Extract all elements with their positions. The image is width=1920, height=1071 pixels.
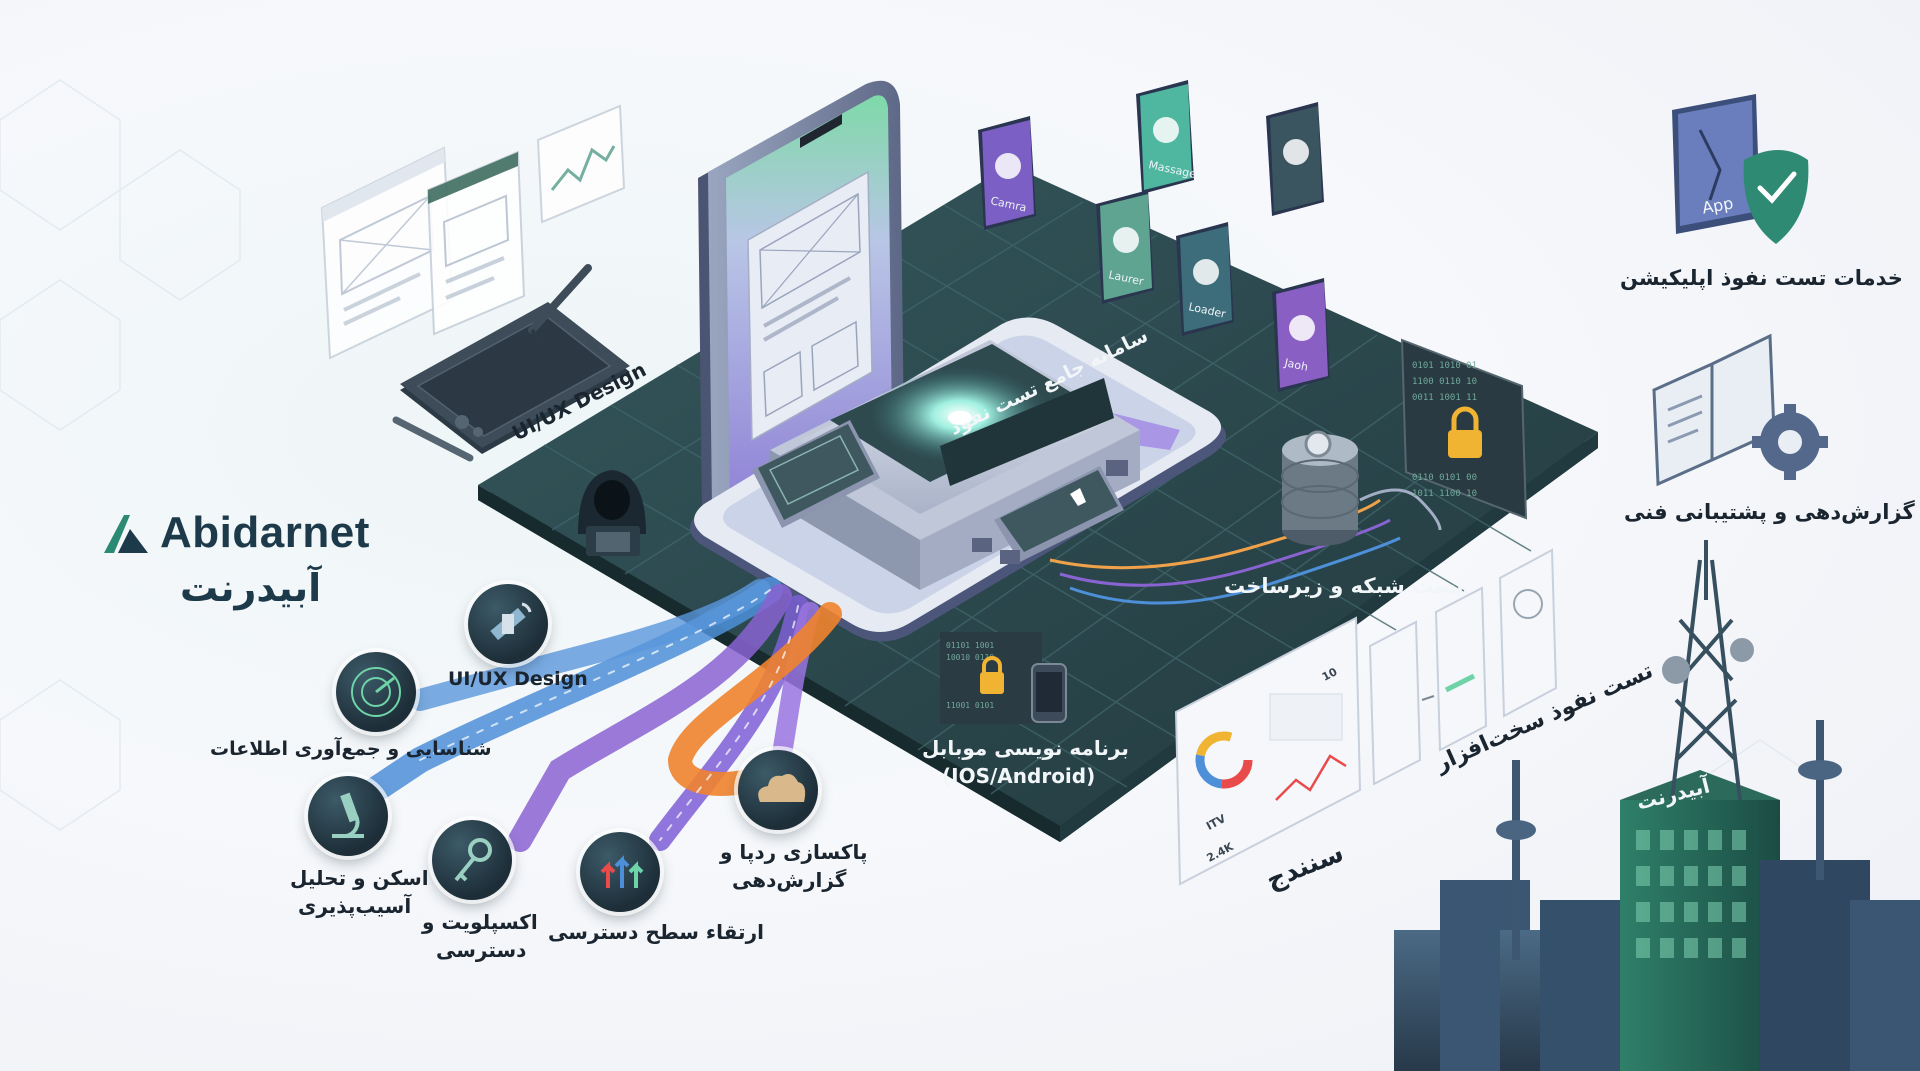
- database-server: [1281, 430, 1359, 546]
- network-cables: [1049, 488, 1442, 605]
- svg-text:0110 0101 00: 0110 0101 00: [1412, 473, 1477, 483]
- network-test-label: تست شبکه و زیرساخت: [1224, 574, 1464, 598]
- workflow-step-exploit-label-2: دسترسی: [436, 938, 527, 962]
- map-pin-icon: [1193, 259, 1219, 285]
- escalation-arrows-icon: [580, 832, 660, 912]
- app-tile-cart-icon: [1266, 102, 1324, 216]
- workflow-step-recon-label: شناسایی و جمع‌آوری اطلاعات: [210, 738, 492, 760]
- workflow-step-escalation-label: ارتقاء سطح دسترسی: [548, 920, 764, 944]
- svg-text:0011 1001 11: 0011 1001 11: [1412, 393, 1477, 403]
- workflow-step-scan-label-2: آسیب‌پذیری: [298, 894, 412, 918]
- brand-logo-icon: [104, 515, 148, 553]
- wireframe-window-1: [320, 146, 454, 360]
- report-gear-icon: [1652, 333, 1828, 487]
- brand-name-fa: آبیدرنت: [180, 566, 322, 610]
- hardware-flow-cards: [1368, 548, 1558, 786]
- key-icon: [432, 820, 512, 900]
- uiux-wireframe-cluster: [320, 104, 630, 462]
- message-icon: [1153, 117, 1179, 143]
- app-tile-map-pin-icon: Loader: [1176, 222, 1234, 336]
- chart-card: [536, 104, 626, 224]
- svg-text:11001 0101: 11001 0101: [946, 701, 994, 710]
- svg-text:0101 1010 01: 0101 1010 01: [1412, 361, 1477, 371]
- cloud-clean-icon: [738, 750, 818, 830]
- app-tile-location-pin-icon: Laurer: [1096, 190, 1154, 304]
- analytics-dashboard: [1174, 616, 1362, 886]
- location-pin-icon: [1113, 227, 1139, 253]
- microscope-icon: [308, 776, 388, 856]
- service-app-pentest-label: خدمات تست نفوذ اپلیکیشن: [1620, 266, 1903, 290]
- svg-text:1011 1100 10: 1011 1100 10: [1412, 489, 1477, 499]
- workflow-step-cleanup-label-1: پاکسازی ردپا و: [720, 840, 868, 864]
- app-tile-label: Jaoh: [1282, 356, 1309, 374]
- camera-icon: [995, 153, 1021, 179]
- mobile-dev-label-line2: (IOS/Android): [942, 764, 1096, 788]
- brand-logo: Abidarnet: [100, 508, 370, 558]
- binary-lock-screen: 0101 1010 01 1100 0110 10 0011 1001 11 0…: [1400, 338, 1528, 520]
- mobile-dev-label-line1: برنامه نویسی موبابل: [922, 736, 1129, 760]
- app-tile-message-icon: Massage: [1136, 80, 1197, 194]
- heart-pulse-icon: [1289, 315, 1315, 341]
- drawing-tablet: [392, 264, 630, 462]
- svg-text:01101 1001: 01101 1001: [946, 641, 994, 650]
- radar-icon: [336, 652, 416, 732]
- hub-title-banner: [940, 378, 1114, 486]
- app-tile-heart-pulse-icon: Jaoh: [1272, 278, 1330, 392]
- workflow-step-cleanup-label-2: گزارش‌دهی: [732, 868, 847, 892]
- workflow-step-exploit-label-1: اکسپلویت و: [422, 910, 538, 934]
- app-shield-icon: [1672, 94, 1809, 244]
- hacker-figure: [578, 470, 646, 556]
- service-reporting-label: گزارش‌دهی و پشتیبانی فنی: [1624, 500, 1915, 524]
- brand-name-en: Abidarnet: [160, 508, 370, 557]
- cart-icon: [1283, 139, 1309, 165]
- mobile-dev-screen: 01101 1001 10010 0110 11001 0101: [940, 632, 1067, 724]
- workflow-step-uiux-label: UI/UX Design: [448, 668, 588, 690]
- app-tile-camera-icon: Camra: [978, 116, 1036, 230]
- wireframe-window-2: [426, 150, 526, 336]
- satellite-icon: [468, 584, 548, 664]
- svg-text:1100 0110 10: 1100 0110 10: [1412, 377, 1477, 387]
- svg-text:10010 0110: 10010 0110: [946, 653, 994, 662]
- city-skyline: [1394, 540, 1920, 1071]
- workflow-step-scan-label-1: اسکن و تحلیل: [290, 866, 429, 890]
